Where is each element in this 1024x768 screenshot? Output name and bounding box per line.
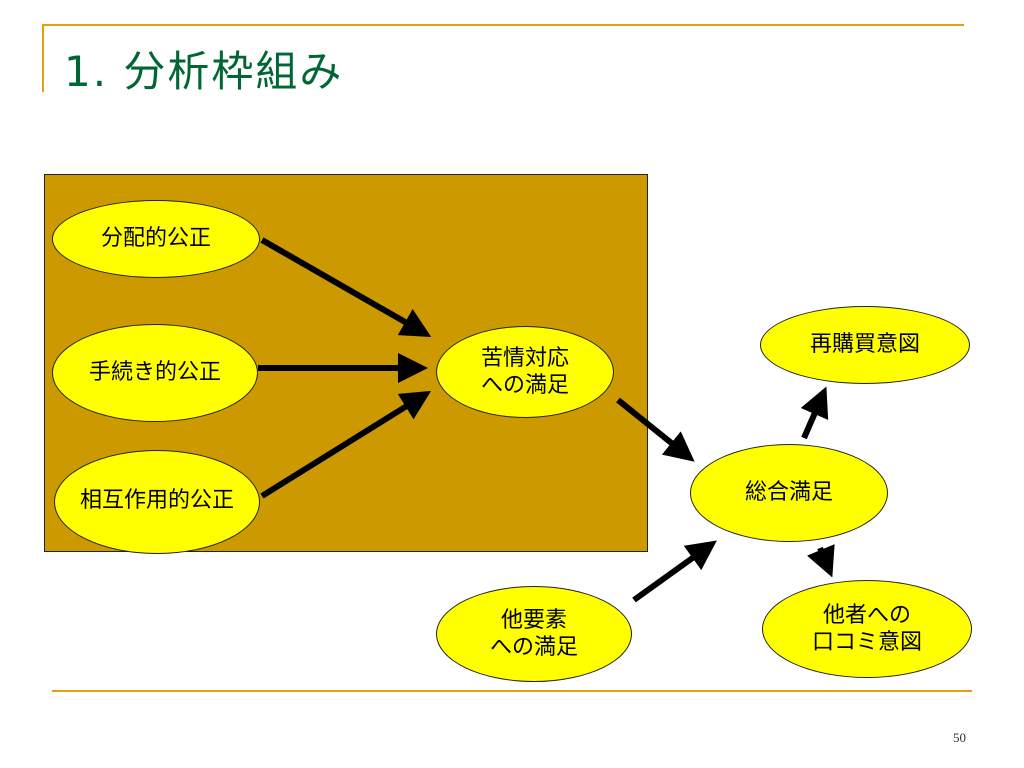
arrow-interactional-to-complaint — [260, 390, 432, 499]
arrow-other-to-overall — [632, 540, 717, 603]
frame-top-rule — [42, 24, 964, 26]
arrow-distributive-to-complaint — [260, 237, 432, 337]
arrow-complaint-to-overall — [616, 397, 695, 462]
node-label: 他要素 への満足 — [489, 607, 578, 661]
node-label: 再購買意図 — [809, 332, 920, 358]
arrow-overall-to-wom — [806, 544, 835, 578]
node-other-satisfaction: 他要素 への満足 — [436, 586, 632, 682]
node-label: 相互作用的公正 — [79, 488, 234, 513]
node-label: 手続き的公正 — [88, 360, 221, 386]
node-procedural-justice: 手続き的公正 — [52, 324, 258, 422]
footer-rule — [52, 690, 972, 692]
node-overall-satisfaction: 総合満足 — [690, 444, 888, 542]
node-label: 苦情対応 への満足 — [480, 345, 569, 399]
node-label: 分配的公正 — [100, 226, 211, 252]
frame-left-rule — [42, 24, 44, 92]
node-distributive-justice: 分配的公正 — [52, 200, 260, 278]
node-repurchase-intention: 再購買意図 — [760, 306, 970, 384]
arrow-overall-to-repurchase — [800, 386, 829, 440]
node-label: 総合満足 — [744, 480, 833, 506]
page-number: 50 — [953, 730, 966, 745]
node-complaint-satisfaction: 苦情対応 への満足 — [436, 326, 614, 418]
node-label: 他者への 口コミ意図 — [811, 602, 922, 656]
node-interactional-justice: 相互作用的公正 — [54, 450, 260, 554]
slide-title: 1. 分析枠組み — [64, 47, 344, 96]
node-wom-intention: 他者への 口コミ意図 — [762, 580, 972, 678]
